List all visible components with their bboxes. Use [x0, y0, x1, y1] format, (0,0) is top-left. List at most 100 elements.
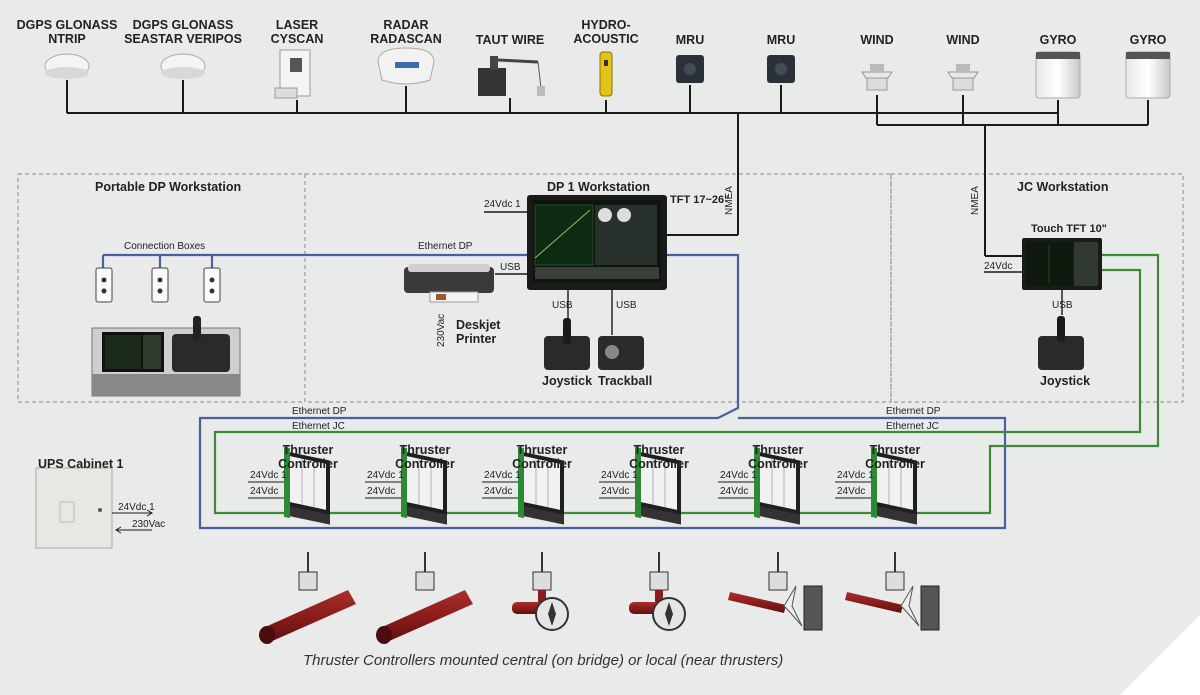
thruster-controller-label: Thruster Controller: [395, 443, 455, 471]
thruster-controller-icon: [284, 446, 330, 525]
sensor-label: WIND: [946, 33, 980, 47]
thruster-controller-icon: [635, 446, 681, 525]
gyro-icon: [1125, 51, 1171, 99]
controller-24vdc-label: 24Vdc: [484, 486, 513, 497]
sensor-label: TAUT WIRE: [475, 33, 545, 47]
usb-wires: [484, 211, 1063, 335]
usb-joystick-label: USB: [552, 300, 573, 311]
shaft-propeller-icon: [728, 552, 823, 631]
usb-trackball-label: USB: [616, 300, 637, 311]
mru-icon: [767, 55, 795, 83]
printer-label: Deskjet Printer: [456, 318, 501, 346]
thruster-controller-label: Thruster Controller: [629, 443, 689, 471]
sensor-label: GYRO: [1129, 33, 1167, 47]
ethernet-dp-network: [101, 253, 1007, 530]
thruster-controller-label: Thruster Controller: [865, 443, 925, 471]
jc-zone-box: [890, 173, 1184, 403]
controller-24vdc1-label: 24Vdc 1: [484, 470, 521, 481]
wind-sensor-icon: [861, 64, 893, 91]
nmea-dp-label: NMEA: [724, 186, 735, 215]
ethernet-jc-network: [213, 253, 1160, 515]
shaft-propeller-icon: [845, 552, 940, 631]
thruster-controller-label: Thruster Controller: [512, 443, 572, 471]
controller-24vdc1-label: 24Vdc 1: [837, 470, 874, 481]
controller-24vdc1-label: 24Vdc 1: [250, 470, 287, 481]
main-tft-monitor-icon: [527, 195, 667, 290]
ethernet-dp-label: Ethernet DP: [418, 241, 473, 252]
joystick-icon: [544, 318, 590, 370]
controller-24vdc-label: 24Vdc: [837, 486, 866, 497]
controller-24vdc1-label: 24Vdc 1: [720, 470, 757, 481]
azimuth-thruster-icon: [512, 552, 569, 631]
tunnel-thruster-icon: [259, 552, 356, 644]
ethernet-dp-label-left: Ethernet DP: [292, 406, 347, 417]
sensor-label: MRU: [675, 33, 705, 47]
touch-tft-label: Touch TFT 10": [1031, 223, 1107, 235]
mru-icon: [676, 55, 704, 83]
thruster-controller-label: Thruster Controller: [278, 443, 338, 471]
ups-230vac-label: 230Vac: [132, 519, 166, 530]
radar-dome-icon: [377, 47, 435, 85]
wind-sensor-icon: [947, 64, 979, 91]
dome-antenna-icon: [44, 53, 90, 79]
printer-power-label: 230Vac: [436, 313, 447, 347]
sensor-bus: [66, 80, 1149, 257]
sensor-label: GYRO: [1039, 33, 1077, 47]
controller-power-lines: [248, 481, 877, 499]
jc-joystick-label: Joystick: [1040, 374, 1091, 388]
joystick-icon: [1038, 316, 1084, 370]
printer-icon: [404, 264, 494, 303]
ups-power-arrows: [112, 509, 153, 534]
controller-24vdc-label: 24Vdc: [250, 486, 279, 497]
connection-box-icon: [151, 267, 169, 303]
controller-24vdc-label: 24Vdc: [367, 486, 396, 497]
ethernet-jc-label-right: Ethernet JC: [886, 421, 939, 432]
diagram-caption: Thruster Controllers mounted central (on…: [303, 652, 784, 669]
thruster-controller-label: Thruster Controller: [748, 443, 808, 471]
dp1-joystick-label: Joystick: [542, 374, 593, 388]
sensor-label: MRU: [766, 33, 796, 47]
dp1-zone-title: DP 1 Workstation: [547, 180, 651, 194]
connection-boxes-label: Connection Boxes: [124, 241, 206, 252]
hydro-acoustic-icon: [599, 51, 613, 97]
portable-zone-title: Portable DP Workstation: [95, 180, 242, 194]
jc-zone-title: JC Workstation: [1017, 180, 1109, 194]
controller-24vdc1-label: 24Vdc 1: [601, 470, 638, 481]
sensor-label: WIND: [860, 33, 894, 47]
ups-cabinet-icon: [35, 467, 113, 549]
thruster-controller-icon: [401, 446, 447, 525]
trackball-label: Trackball: [598, 374, 653, 388]
ethernet-jc-label-left: Ethernet JC: [292, 421, 345, 432]
usb-printer-label: USB: [500, 262, 521, 273]
controller-24vdc-label: 24Vdc: [720, 486, 749, 497]
thruster-controller-icon: [871, 446, 917, 525]
ups-24vdc-label: 24Vdc 1: [118, 502, 155, 513]
sensor-label: DGPS GLONASS SEASTAR VERIPOS: [124, 18, 242, 46]
thruster-controller-icon: [518, 446, 564, 525]
nmea-jc-label: NMEA: [970, 186, 981, 215]
taut-wire-icon: [478, 56, 545, 96]
portable-console-icon: [91, 316, 241, 397]
jc-power-label: 24Vdc: [984, 261, 1013, 272]
laser-sensor-icon: [274, 49, 311, 99]
usb-jc-joystick-label: USB: [1052, 300, 1073, 311]
sensor-label: RADAR RADASCAN: [370, 18, 442, 46]
sensor-label: DGPS GLONASS NTRIP: [16, 18, 118, 46]
ups-cabinet-label: UPS Cabinet 1: [38, 457, 124, 471]
gyro-icon: [1035, 51, 1081, 99]
connection-box-icon: [95, 267, 113, 303]
dp1-power-label: 24Vdc 1: [484, 199, 521, 210]
trackball-icon: [598, 336, 644, 370]
zone-boxes: [17, 173, 1184, 403]
tft-main-label: TFT 17~26": [670, 194, 730, 206]
sensor-label: HYDRO- ACOUSTIC: [573, 18, 639, 46]
touch-tft-monitor-icon: [1022, 238, 1102, 290]
controller-24vdc1-label: 24Vdc 1: [367, 470, 404, 481]
connection-box-icon: [203, 267, 221, 303]
azimuth-thruster-icon: [629, 552, 686, 631]
controller-24vdc-label: 24Vdc: [601, 486, 630, 497]
thruster-controller-icon: [754, 446, 800, 525]
sensor-label: LASER CYSCAN: [270, 18, 324, 46]
